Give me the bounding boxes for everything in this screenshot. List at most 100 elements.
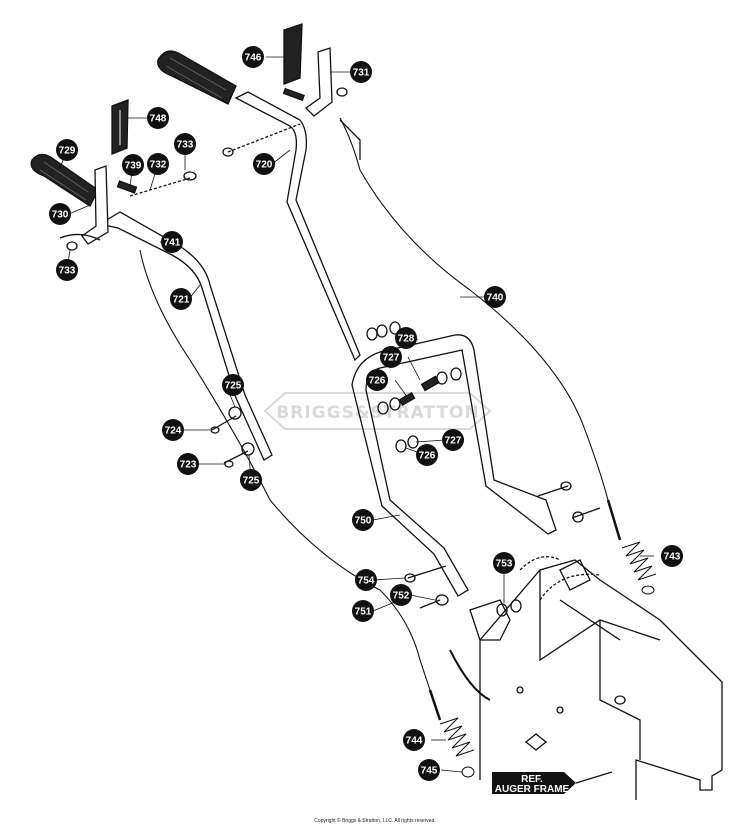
- callout-label: 730: [52, 210, 69, 221]
- callout-label: 727: [445, 436, 462, 447]
- callout-745: 745: [418, 759, 440, 781]
- callout-circle: [390, 584, 412, 606]
- callout-741: 741: [161, 231, 183, 253]
- callout-724: 724: [162, 419, 184, 441]
- callout-circle: [253, 153, 275, 175]
- callout-label: 726: [369, 376, 386, 387]
- callout-circle: [395, 327, 417, 349]
- callout-circle: [222, 374, 244, 396]
- callout-label: 743: [664, 552, 681, 563]
- callout-circle: [484, 286, 506, 308]
- callout-730: 730: [49, 203, 71, 225]
- callout-label: 732: [150, 160, 167, 171]
- callout-circle: [661, 545, 683, 567]
- ref-line1: REF.: [521, 774, 543, 785]
- callout-725: 725: [222, 374, 244, 396]
- callout-748: 748: [147, 107, 169, 129]
- callout-725: 725: [240, 469, 262, 491]
- spring-744: [439, 717, 475, 778]
- callout-739: 739: [122, 154, 144, 176]
- callout-732: 732: [147, 153, 169, 175]
- auger-frame: [469, 556, 723, 800]
- callout-label: 744: [406, 736, 423, 747]
- left-spacer: [116, 180, 138, 194]
- callout-726: 726: [416, 444, 438, 466]
- callout-circle: [240, 469, 262, 491]
- callout-726: 726: [366, 369, 388, 391]
- callout-723: 723: [177, 453, 199, 475]
- callout-circle: [161, 231, 183, 253]
- callout-label: 733: [59, 266, 76, 277]
- callout-label: 733: [177, 140, 194, 151]
- callout-753: 753: [493, 552, 515, 574]
- callout-label: 751: [355, 607, 372, 618]
- callout-label: 752: [393, 591, 410, 602]
- cable-751: [139, 249, 431, 691]
- callout-circle: [56, 139, 78, 161]
- left-handle-assembly: [30, 99, 273, 468]
- callout-circle: [122, 154, 144, 176]
- callout-746: 746: [242, 46, 264, 68]
- callout-743: 743: [661, 545, 683, 567]
- callout-label: 754: [358, 576, 375, 587]
- callout-label: 739: [125, 161, 142, 172]
- callout-label: 745: [421, 766, 438, 777]
- callout-circle: [403, 729, 425, 751]
- callout-circle: [442, 429, 464, 451]
- callout-754: 754: [355, 569, 377, 591]
- center-bracket-assembly: [351, 321, 601, 617]
- callout-750: 750: [352, 509, 374, 531]
- right-grip: [157, 50, 237, 105]
- callout-720: 720: [253, 153, 275, 175]
- callout-circle: [147, 153, 169, 175]
- callout-circle: [162, 419, 184, 441]
- callout-label: 729: [59, 146, 76, 157]
- callout-744: 744: [403, 729, 425, 751]
- callout-label: 748: [150, 114, 167, 125]
- callout-label: 724: [165, 426, 182, 437]
- callout-label: 726: [419, 451, 436, 462]
- callout-label: 725: [225, 381, 242, 392]
- callout-label: 746: [245, 53, 262, 64]
- callout-circle: [416, 444, 438, 466]
- callout-circle: [49, 203, 71, 225]
- callout-731: 731: [350, 61, 372, 83]
- callout-circle: [174, 133, 196, 155]
- callout-740: 740: [484, 286, 506, 308]
- callout-721: 721: [170, 288, 192, 310]
- left-grip: [30, 153, 99, 207]
- callout-circle: [380, 346, 402, 368]
- callout-circle: [355, 569, 377, 591]
- callout-circle: [352, 600, 374, 622]
- right-control-lever: [304, 47, 333, 117]
- callout-733: 733: [174, 133, 196, 155]
- callout-label: 728: [398, 334, 415, 345]
- callout-752: 752: [390, 584, 412, 606]
- right-handle-bar: [234, 91, 361, 362]
- part-callouts: 746 731 748 733 729 739 732 730 733 720 741 721 740 7…: [49, 46, 683, 781]
- callout-circle: [177, 453, 199, 475]
- callout-label: 740: [487, 293, 504, 304]
- callout-circle: [56, 259, 78, 281]
- callout-circle: [366, 369, 388, 391]
- callout-circle: [147, 107, 169, 129]
- callout-label: 720: [256, 160, 273, 171]
- callout-727: 727: [380, 346, 402, 368]
- left-handle-bar: [98, 211, 273, 461]
- callout-733: 733: [56, 259, 78, 281]
- callout-circle: [350, 61, 372, 83]
- left-control-lever: [81, 165, 109, 245]
- brand-watermark: BRIGGS&STRATTON: [263, 392, 492, 430]
- watermark-text: BRIGGS&STRATTON: [276, 403, 479, 423]
- callout-label: 725: [243, 476, 260, 487]
- ref-auger-frame-label: REF. AUGER FRAME: [492, 771, 613, 795]
- callout-circle: [242, 46, 264, 68]
- callout-label: 750: [355, 516, 372, 527]
- callout-751: 751: [352, 600, 374, 622]
- callout-label: 727: [383, 353, 400, 364]
- copyright-notice: Copyright © Briggs & Stratton, LLC. All …: [314, 818, 436, 824]
- callout-circle: [352, 509, 374, 531]
- callout-label: 723: [180, 460, 197, 471]
- ref-line2: AUGER FRAME: [495, 784, 570, 795]
